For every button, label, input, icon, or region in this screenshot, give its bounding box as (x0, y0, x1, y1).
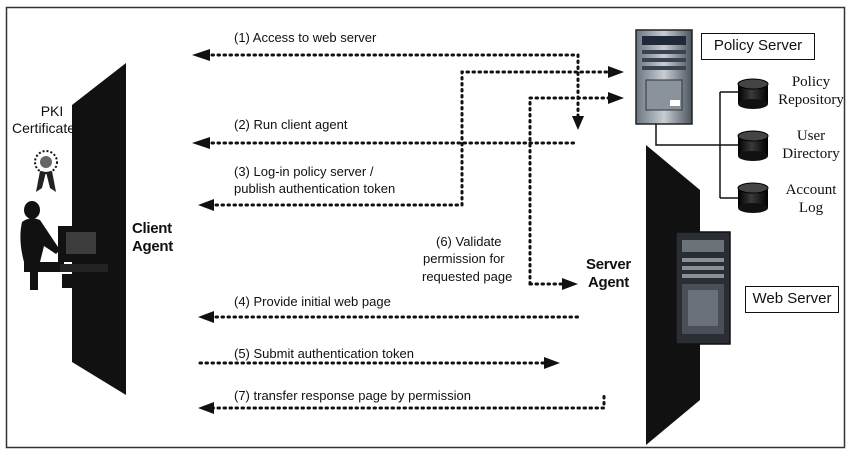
server-agent-label: Server Agent (586, 256, 631, 292)
database-icon-user (737, 130, 769, 161)
arrowhead-step-7 (198, 402, 214, 414)
user-directory-line-1: User (796, 128, 826, 144)
client-agent-label: Client Agent (132, 220, 173, 256)
step-3-label-line-1: (3) Log-in policy server / (234, 164, 374, 179)
policy-repository-label: Policy Repository (774, 73, 848, 109)
certificate-seal-icon (34, 150, 58, 192)
arrowhead-step-2 (192, 137, 210, 149)
web-server-box: Web Server (745, 286, 839, 313)
step-6-label-line-1: (6) Validate (436, 234, 502, 249)
step-1-label: (1) Access to web server (234, 30, 377, 45)
user-directory-line-2: Directory (782, 146, 840, 162)
step-6-label-line-2: permission for (423, 251, 505, 266)
step-4-label: (4) Provide initial web page (234, 294, 391, 309)
policy-server-icon (635, 29, 693, 125)
arrowhead-step-3 (198, 199, 214, 211)
arrowhead-step-3-up (608, 66, 624, 78)
arrow-step-6-up (528, 96, 612, 286)
arrow-step-7 (210, 394, 606, 410)
arrowhead-step-1 (192, 49, 210, 61)
arrowhead-step-4 (198, 311, 214, 323)
account-log-line-1: Account (785, 182, 837, 198)
diagram-frame (5, 6, 846, 449)
step-7-label: (7) transfer response page by permission (234, 388, 472, 403)
arrowhead-step-6-up (608, 92, 624, 104)
step-2-label: (2) Run client agent (234, 117, 348, 132)
web-server-icon (675, 231, 731, 345)
user-computer-icon (20, 201, 108, 290)
database-icon-policy (737, 78, 769, 109)
account-log-line-2: Log (798, 200, 824, 216)
arrowhead-step-1-down (572, 116, 584, 130)
pki-certificate-label: PKI Certificate (12, 103, 75, 137)
arrow-step-3-up (460, 70, 612, 207)
policy-repository-line-2: Repository (778, 92, 844, 108)
client-agent-line-2: Agent (132, 238, 173, 255)
client-agent-line-1: Client (132, 220, 172, 237)
server-agent-wall (646, 145, 700, 445)
account-log-label: Account Log (774, 181, 848, 217)
server-agent-line-1: Server (586, 256, 631, 273)
pki-label-line-2: Certificate (12, 120, 76, 136)
step-5-label: (5) Submit authentication token (234, 346, 414, 361)
arrowhead-step-5 (544, 357, 560, 369)
user-directory-label: User Directory (774, 127, 848, 163)
policy-repository-line-1: Policy (791, 74, 831, 90)
repository-connectors (655, 91, 738, 199)
step-3-label-line-2: publish authentication token (234, 181, 396, 196)
step-6-label-line-3: requested page (422, 269, 513, 284)
server-agent-line-2: Agent (588, 274, 629, 291)
arrowhead-step-6 (562, 278, 578, 290)
database-icon-account (737, 182, 769, 213)
policy-server-box: Policy Server (701, 33, 815, 60)
pki-label-line-1: PKI (40, 103, 64, 119)
